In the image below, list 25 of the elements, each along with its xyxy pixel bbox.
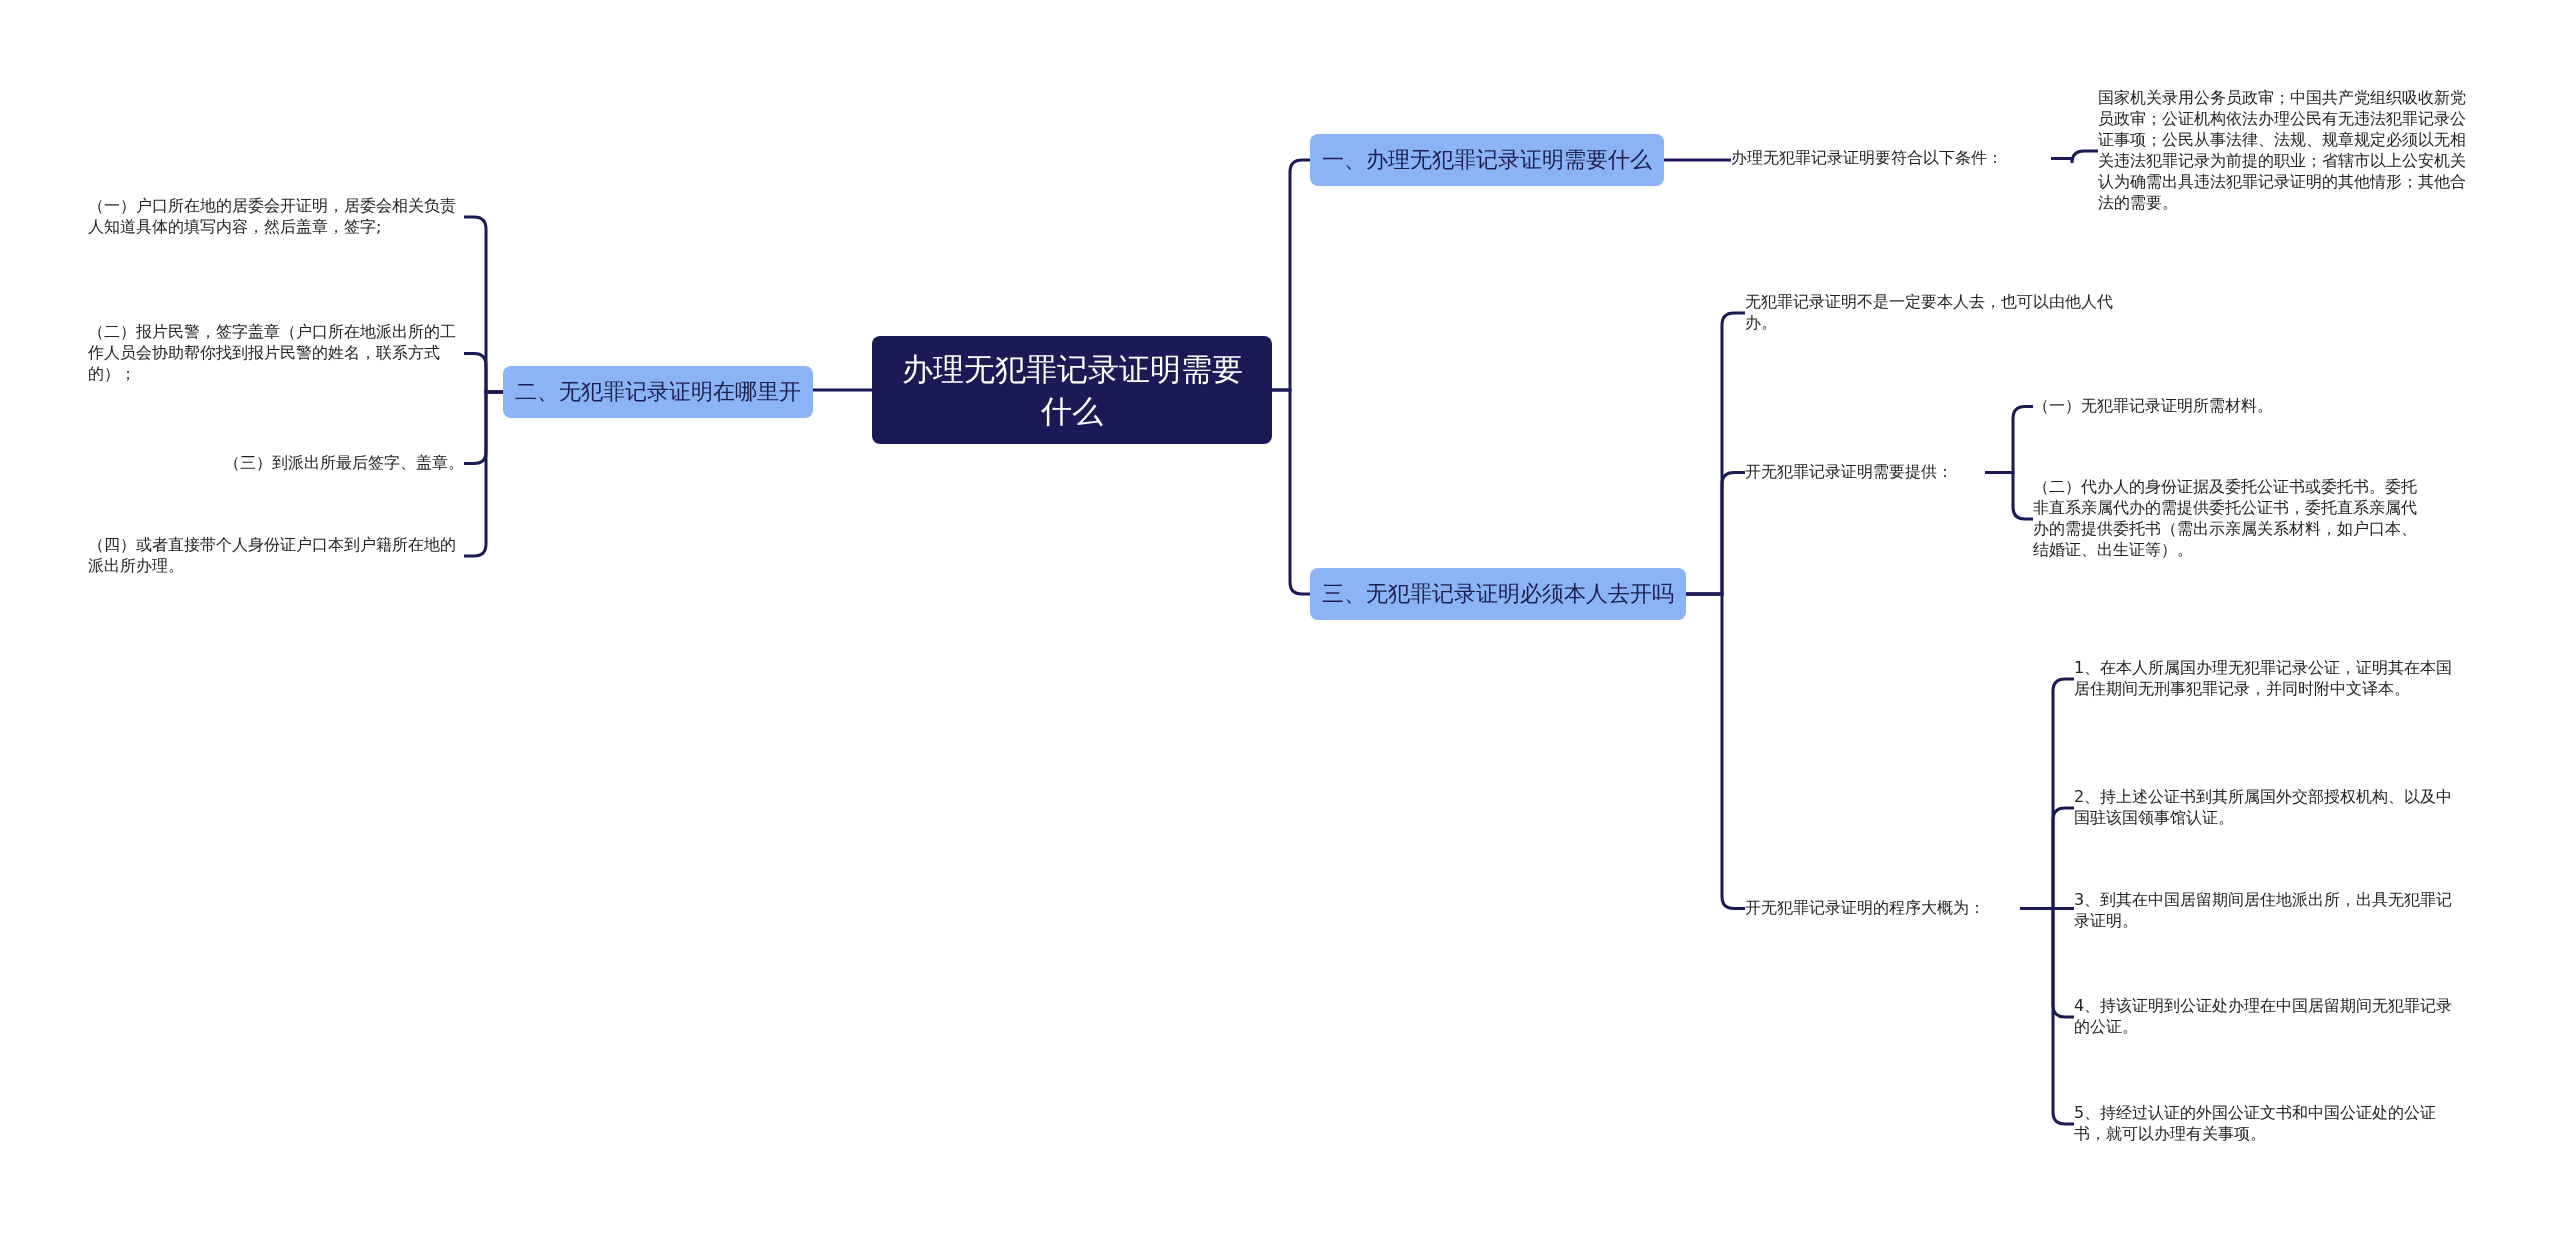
connector-line — [813, 388, 872, 392]
topic-text: 开无犯罪记录证明需要提供： — [1745, 462, 1985, 483]
topic-text: 1、在本人所属国办理无犯罪记录公证，证明其在本国居住期间无刑事犯罪记录，并同时附中文译本。 — [2074, 658, 2464, 700]
topic-text: （二）报片民警，签字盖章（户口所在地派出所的工作人员会协助帮你找到报片民警的姓名，联系方式的）； — [88, 322, 464, 385]
topic-box: 一、办理无犯罪记录证明需要什么 — [1310, 134, 1664, 186]
topic-text: （四）或者直接带个人身份证户口本到户籍所在地的派出所办理。 — [88, 535, 464, 577]
connector-line — [2051, 149, 2098, 165]
topic-text: 国家机关录用公务员政审；中国共产党组织吸收新党员政审；公证机构依法办理公民有无违法犯罪记录公证事项；公民从事法律、法规、规章规定必须以无相关违法犯罪记录为前提的职业；省辖市以上公安机关认为确需出具违法犯罪记录证明的其他情形；其他合法的需要。 — [2098, 88, 2478, 214]
topic-text: 2、持上述公证书到其所属国外交部授权机构、以及中国驻该国领事馆认证。 — [2074, 787, 2464, 829]
topic-text: （一）户口所在地的居委会开证明，居委会相关负责人知道具体的填写内容，然后盖章，签字; — [88, 196, 464, 238]
connector-line — [1664, 158, 1731, 162]
topic-text: （二）代办人的身份证据及委托公证书或委托书。委托非直系亲属代办的需提供委托公证书，委托直系亲属代办的需提供委托书（需出示亲属关系材料，如户口本、结婚证、出生证等）。 — [2033, 477, 2425, 561]
topic-text: 3、到其在中国居留期间居住地派出所，出具无犯罪记录证明。 — [2074, 890, 2464, 932]
topic-box: 三、无犯罪记录证明必须本人去开吗 — [1310, 568, 1686, 620]
topic-text: 办理无犯罪记录证明要符合以下条件： — [1731, 148, 2051, 169]
topic-text: 5、持经过认证的外国公证文书和中国公证处的公证书，就可以办理有关事项。 — [2074, 1103, 2464, 1145]
connector-line — [1272, 388, 1310, 596]
topic-text: 开无犯罪记录证明的程序大概为： — [1745, 898, 2020, 919]
connector-line — [1985, 471, 2033, 521]
topic-text: 4、持该证明到公证处办理在中国居留期间无犯罪记录的公证。 — [2074, 996, 2464, 1038]
topic-box: 二、无犯罪记录证明在哪里开 — [503, 366, 813, 418]
topic-text: （一）无犯罪记录证明所需材料。 — [2033, 396, 2433, 417]
topic-text: 无犯罪记录证明不是一定要本人去，也可以由他人代办。 — [1745, 292, 2135, 334]
root-topic-box: 办理无犯罪记录证明需要什么 — [872, 336, 1272, 444]
topic-text: （三）到派出所最后签字、盖章。 — [88, 453, 464, 474]
